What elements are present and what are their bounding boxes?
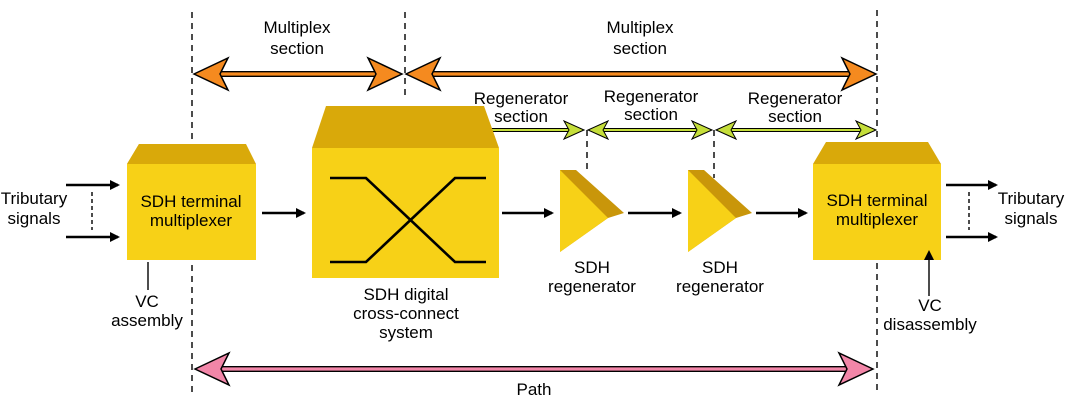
path-label: Path bbox=[517, 380, 552, 399]
tributary-out-label: Tributary bbox=[998, 189, 1065, 208]
tributary-in-label: Tributary bbox=[1, 189, 68, 208]
regenerator-section-label-3: Regenerator bbox=[748, 89, 843, 108]
tributary-in-label-b: signals bbox=[8, 209, 61, 228]
regenerator-section-label-1b: section bbox=[494, 107, 548, 126]
regenerator-section-label-2: Regenerator bbox=[604, 87, 699, 106]
box-3d-icon bbox=[813, 142, 941, 260]
multiplex-section-arrow-1 bbox=[192, 56, 404, 92]
multiplex-section-label-1b: section bbox=[270, 39, 324, 58]
triangle-icon bbox=[688, 170, 752, 252]
cross-connect-label-b: cross-connect bbox=[353, 304, 459, 323]
tributary-out-label-b: signals bbox=[1005, 209, 1058, 228]
triangle-icon bbox=[560, 170, 624, 252]
regenerator-1-label: SDH bbox=[574, 258, 610, 277]
regenerator-section-arrow-3 bbox=[714, 119, 878, 141]
multiplex-section-arrow-2 bbox=[404, 56, 878, 92]
terminal-mux-1-label: SDH terminal bbox=[140, 192, 241, 211]
vc-disassembly-label-b: disassembly bbox=[883, 315, 977, 334]
cross-connect-label-c: system bbox=[379, 323, 433, 342]
path-arrow bbox=[193, 351, 875, 387]
regenerator-section-label-3b: section bbox=[768, 107, 822, 126]
regenerator-section-label-2b: section bbox=[624, 105, 678, 124]
multiplex-section-label-1: Multiplex bbox=[263, 18, 331, 37]
box-3d-icon bbox=[127, 144, 256, 260]
vc-assembly-label: VC bbox=[135, 292, 159, 311]
vc-disassembly-label: VC bbox=[918, 296, 942, 315]
terminal-mux-2-label: SDH terminal bbox=[826, 191, 927, 210]
regenerator-section-label-1: Regenerator bbox=[474, 89, 569, 108]
vc-assembly-label-b: assembly bbox=[111, 311, 183, 330]
multiplex-section-label-2b: section bbox=[613, 39, 667, 58]
multiplex-section-label-2: Multiplex bbox=[606, 18, 674, 37]
cross-connect-box-icon bbox=[312, 106, 499, 278]
terminal-mux-2-label-b: multiplexer bbox=[836, 210, 919, 229]
terminal-mux-1-label-b: multiplexer bbox=[150, 211, 233, 230]
regenerator-section-arrow-2 bbox=[586, 119, 714, 141]
regenerator-2-label: SDH bbox=[702, 258, 738, 277]
cross-connect-label: SDH digital bbox=[363, 285, 448, 304]
regenerator-1-label-b: regenerator bbox=[548, 277, 636, 296]
regenerator-2-label-b: regenerator bbox=[676, 277, 764, 296]
